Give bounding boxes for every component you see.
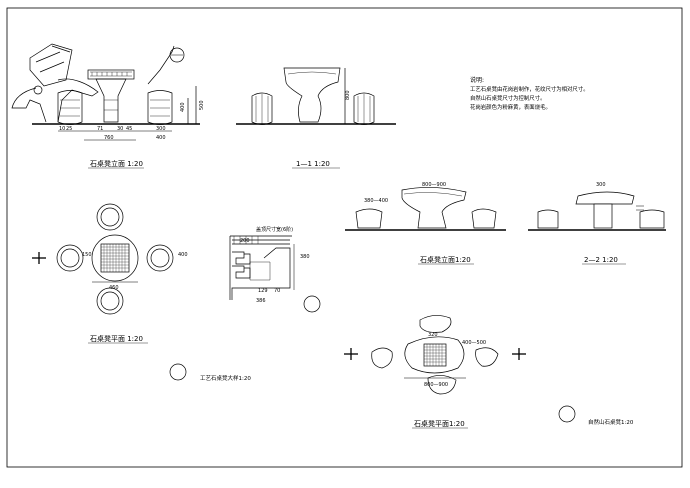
dim-s1-v: 800: [345, 90, 351, 100]
title-natural: 自然山石桌凳1:20: [588, 418, 634, 426]
dim-p1-b: 400: [178, 252, 188, 258]
title-plan1: 石桌凳平面 1:20: [90, 334, 143, 343]
dim-p2-c: 800—900: [424, 382, 448, 388]
stool-left: [57, 90, 83, 125]
dim-p1-c: 460: [109, 285, 119, 291]
detail-pattern: 盖顶尺寸宽(6阶) 200 380 129 70 386: [229, 226, 321, 313]
title-plan2: 石桌凳平面1:20: [414, 419, 465, 428]
dim-e1-g: 300: [156, 126, 166, 132]
table-plan: [91, 234, 139, 282]
dim-e1-f: 760: [104, 135, 114, 141]
dim-p2-a: 320: [428, 332, 438, 338]
notes-heading: 说明:: [470, 76, 484, 84]
dim-e1-v2: 500: [199, 100, 205, 110]
dim-p2-b: 400—500: [462, 340, 486, 346]
dim-e1-e: 45: [126, 126, 132, 132]
notes-line-2: 自然山石桌凳尺寸为控制尺寸。: [470, 94, 545, 102]
callout-circle-detail: [169, 363, 187, 381]
section-2-2: 300 2—2 1:20: [528, 182, 666, 265]
notes-block: 说明: 工艺石桌凳由花岗岩制作，花纹尺寸为相对尺寸。 自然山石桌凳尺寸为控制尺寸…: [470, 76, 589, 111]
dim-s2-top: 300: [596, 182, 606, 188]
title-elev2: 石桌凳立面1:20: [420, 255, 471, 264]
dim-e2-side: 380—400: [364, 198, 388, 204]
dim-d-c: 129: [258, 288, 268, 294]
detail-note: 盖顶尺寸宽(6阶): [256, 226, 293, 233]
dim-d-a: 200: [240, 238, 250, 244]
stool-right: [147, 45, 175, 125]
dim-d-b: 380: [300, 254, 310, 260]
dim-e1-a: 10: [59, 126, 65, 132]
dim-e1-c: 71: [97, 126, 103, 132]
callout-circle-natural: [558, 405, 576, 423]
dim-p1-a: 150: [82, 252, 92, 258]
plan-2: 320 400—500 800—900 石桌凳平面1:20: [344, 315, 526, 429]
title-detail: 工艺石桌凳大样1:20: [200, 374, 251, 382]
section-1-1: 800 1—1 1:20: [236, 67, 396, 169]
title-sec2: 2—2 1:20: [584, 256, 618, 264]
sheet-border: [6, 7, 683, 468]
elevation-1: 400 500 10 25 71 30 45 300 760 400 石桌凳立面…: [11, 43, 205, 169]
table-elevation: [87, 69, 135, 123]
dim-e1-b: 25: [66, 126, 72, 132]
title-sec1: 1—1 1:20: [296, 160, 330, 168]
notes-line-1: 工艺石桌凳由花岗岩制作，花纹尺寸为相对尺寸。: [470, 85, 589, 93]
title-elev1: 石桌凳立面 1:20: [90, 159, 143, 168]
dim-e1-d: 30: [117, 126, 123, 132]
notes-line-3: 花岗岩颜色为粉麻黄，表面烧毛。: [470, 103, 551, 111]
dim-d-e: 386: [256, 298, 266, 304]
dim-e1-v1: 400: [180, 102, 186, 112]
dim-e1-h: 400: [156, 135, 166, 141]
person-head-symbol: [169, 47, 185, 63]
elevation-2: 800—900 380—400 石桌凳立面1:20: [345, 182, 506, 265]
plan-1: 150 400 460 石桌凳平面 1:20: [32, 203, 188, 344]
dim-d-d: 70: [274, 288, 280, 294]
dim-e2-top: 800—900: [422, 182, 446, 188]
